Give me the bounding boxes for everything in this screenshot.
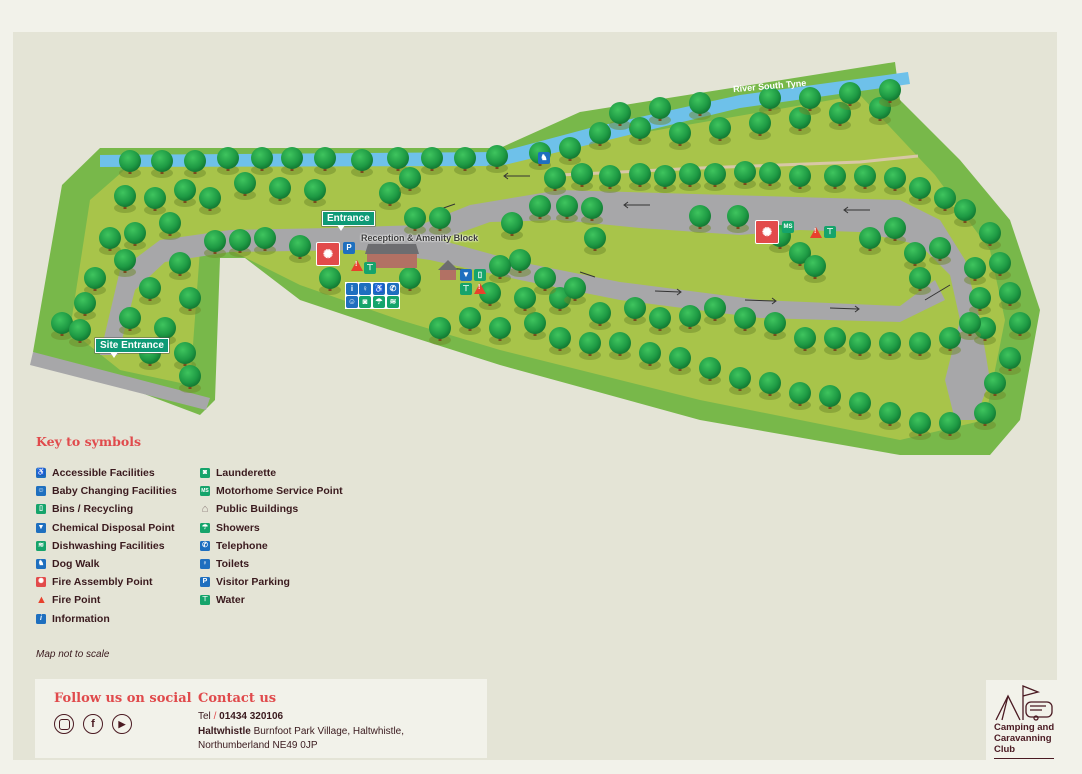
fire-point-icon [810, 227, 822, 238]
launderette-icon: ◙ [359, 296, 371, 308]
bin-icon: ▯ [474, 269, 486, 281]
water-tap-icon: ⊤ [200, 595, 210, 606]
scale-note: Map not to scale [36, 649, 110, 660]
instagram-icon[interactable] [54, 714, 74, 734]
social-heading: Follow us on social [54, 691, 192, 706]
information-icon: i [36, 613, 46, 624]
contact-heading: Contact us [198, 691, 277, 706]
baby-changing-icon: ☺ [346, 296, 358, 308]
toilets-icon: ♀ [359, 283, 371, 295]
river [100, 72, 910, 167]
dog-walk-icon: ♞ [538, 152, 550, 164]
reception-label: Reception & Amenity Block [361, 233, 479, 243]
contact-address-1: Haltwhistle Burnfoot Park Village, Haltw… [198, 726, 405, 737]
dishwashing-icon: ≋ [387, 296, 399, 308]
accessible-icon: ♿ [373, 283, 385, 295]
telephone-icon: ✆ [200, 540, 210, 551]
facebook-icon[interactable]: f [83, 714, 103, 734]
key-item-accessible: ♿Accessible Facilities [36, 467, 155, 480]
baby-changing-icon: ☺ [36, 486, 46, 497]
contact-tel: Tel / 01434 320106 [198, 711, 284, 722]
showers-icon: ☂ [200, 522, 210, 533]
water-tap-icon: ⊤ [824, 226, 836, 238]
bin-icon: ▯ [36, 504, 46, 515]
tent-caravan-icon [995, 685, 1053, 721]
showers-icon: ☂ [373, 296, 385, 308]
key-item-baby-changing: ☺Baby Changing Facilities [36, 485, 177, 498]
entrance-sign: Entrance [322, 211, 375, 231]
logo-underline [994, 758, 1054, 759]
club-logo: Camping and Caravanning Club [986, 680, 1057, 760]
key-item-bins: ▯Bins / Recycling [36, 500, 177, 518]
chemical-disposal-icon: ▼ [460, 269, 472, 281]
key-item-fire-assembly: ✺Fire Assembly Point [36, 573, 177, 591]
key-item-dog-walk: ♞Dog Walk [36, 558, 100, 571]
key-item-telephone: ✆Telephone [200, 537, 343, 555]
fire-assembly-icon: ✺ [755, 220, 779, 244]
logo-text: Camping and Caravanning Club [994, 722, 1055, 755]
site-map [30, 62, 1040, 455]
fire-point-icon [351, 260, 363, 271]
motorhome-service-icon: MS [782, 221, 794, 233]
dishwashing-icon: ≋ [36, 540, 46, 551]
key-item-dishwashing: ≋Dishwashing Facilities [36, 537, 177, 555]
key-item-water: ⊤Water [200, 594, 245, 607]
key-item-showers: ☂Showers [200, 521, 260, 534]
key-item-fire-point: ▲Fire Point [36, 594, 101, 607]
dog-walk-icon: ♞ [36, 559, 46, 570]
fire-point-icon: ▲ [36, 594, 47, 607]
youtube-icon[interactable]: ▶ [112, 714, 132, 734]
key-title: Key to symbols [36, 434, 142, 449]
chemical-disposal-icon: ▼ [36, 522, 46, 533]
motorhome-service-icon: MS [200, 486, 210, 497]
key-item-toilets: ♀Toilets [200, 555, 343, 573]
key-column-left: ♿Accessible Facilities ☺Baby Changing Fa… [36, 464, 177, 628]
amenity-icon-group: i ♀ ♿ ✆ ☺ ◙ ☂ ≋ [345, 282, 400, 309]
information-icon: i [346, 283, 358, 295]
parking-icon: P [200, 577, 210, 588]
fire-assembly-icon: ✺ [36, 577, 46, 588]
launderette-icon: ◙ [200, 468, 210, 479]
accessible-icon: ♿ [36, 468, 46, 479]
key-item-launderette: ◙Launderette [200, 464, 343, 482]
road-site-entrance [30, 352, 210, 410]
reception-building [365, 244, 419, 268]
water-tap-icon: ⊤ [364, 262, 376, 274]
public-building [438, 260, 458, 280]
contact-address-2: Northumberland NE49 0JP [198, 740, 318, 751]
site-entrance-sign: Site Entrance [95, 338, 169, 358]
telephone-icon: ✆ [387, 283, 399, 295]
fire-point-icon [474, 283, 486, 294]
public-building-icon: ⌂ [201, 503, 209, 516]
key-item-chemical-disposal: ▼Chemical Disposal Point [36, 521, 175, 534]
phone-number[interactable]: 01434 320106 [219, 711, 284, 722]
toilets-icon: ♀ [200, 559, 210, 570]
footer [35, 679, 487, 758]
water-tap-icon: ⊤ [460, 283, 472, 295]
fire-assembly-icon: ✺ [316, 242, 340, 266]
parking-icon: P [343, 242, 355, 254]
key-item-public-buildings: ⌂Public Buildings [201, 503, 299, 516]
